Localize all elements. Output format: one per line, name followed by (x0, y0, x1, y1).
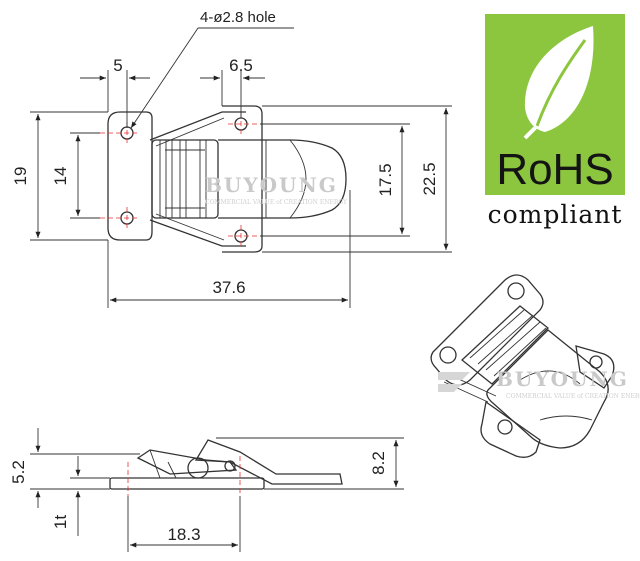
top-view-dimensions: 4-ø2.8 hole 5 6.5 19 14 17.5 (11, 9, 452, 308)
rohs-compliant-text: compliant (487, 200, 623, 229)
dim-height-right: 8.2 (369, 451, 388, 475)
watermark-iso: BUYOUNG COMMERCIAL VALUE of CREATION ENE… (438, 367, 640, 400)
leaf-icon (523, 26, 594, 140)
dim-right-pitch: 17.5 (376, 163, 395, 196)
watermark-tagline-iso: COMMERCIAL VALUE of CREATION ENERGY (506, 393, 640, 400)
rohs-green-box: RoHS (485, 14, 625, 195)
dim-thickness: 1t (51, 515, 70, 529)
dim-hole-pitch: 14 (51, 167, 70, 186)
hole-note: 4-ø2.8 hole (200, 9, 276, 26)
dim-pitch: 18.3 (167, 525, 200, 544)
dim-hole-offset-right: 6.5 (229, 56, 253, 75)
dim-hole-offset: 5 (113, 56, 122, 75)
watermark-top: BUYOUNG COMMERCIAL VALUE of CREATION ENE… (205, 173, 348, 206)
rohs-badge: RoHS compliant (485, 14, 625, 244)
side-view-dimensions: 5.2 1t 8.2 18.3 (9, 428, 404, 552)
dim-height-left: 5.2 (9, 460, 28, 484)
top-view (100, 105, 347, 253)
isometric-view (430, 274, 615, 458)
side-view (109, 439, 343, 496)
watermark-tagline: COMMERCIAL VALUE of CREATION ENERGY (205, 199, 348, 206)
dim-right-overall: 22.5 (420, 162, 439, 195)
dim-height-overall: 19 (11, 167, 30, 186)
watermark-brand: BUYOUNG (205, 173, 338, 197)
watermark-brand-iso: BUYOUNG (496, 367, 629, 391)
dim-length: 37.6 (212, 278, 245, 297)
rohs-label: RoHS (496, 145, 614, 194)
